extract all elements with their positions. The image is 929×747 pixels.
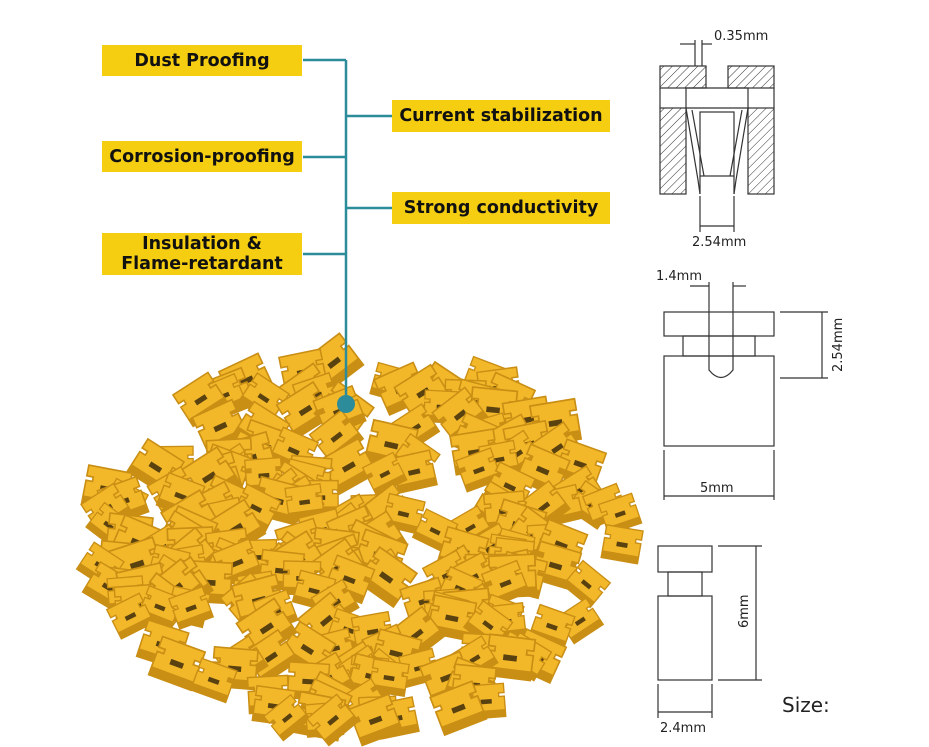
corrosion-proofing-text: Corrosion-proofing (109, 146, 295, 167)
jumper-cap (105, 592, 155, 640)
jumper-cap (305, 693, 360, 747)
callout-dot (337, 395, 355, 413)
dim-total-height: 6mm (737, 594, 752, 628)
jumper-cap (167, 585, 215, 630)
jumper-cap (429, 680, 488, 737)
jumper-cap (368, 658, 410, 697)
side-view-drawing (657, 545, 762, 718)
label-corrosion-proofing: Corrosion-proofing (102, 141, 302, 172)
dim-depth: 2.4mm (660, 721, 706, 736)
cross-section-drawing (659, 40, 775, 232)
jumper-cap (347, 693, 404, 747)
jumper-cap (262, 693, 312, 742)
dim-width: 5mm (700, 481, 734, 496)
label-current-stabilization: Current stabilization (392, 100, 610, 132)
jumper-cap (147, 635, 207, 692)
dim-slot-top: 1.4mm (656, 269, 702, 284)
dim-pitch-bottom: 2.54mm (692, 235, 746, 250)
insulation-text: Insulation & (142, 234, 262, 254)
jumper-cap (361, 451, 408, 496)
strong-conductivity-text: Strong conductivity (403, 198, 599, 218)
label-dust-proofing: Dust Proofing (102, 45, 302, 76)
size-label: Size: (782, 693, 830, 717)
current-stabilization-text: Current stabilization (399, 106, 603, 126)
front-view-drawing (663, 282, 828, 500)
dust-proofing-text: Dust Proofing (134, 50, 270, 71)
jumper-cap (189, 657, 238, 704)
dim-height-side: 2.54mm (831, 318, 846, 372)
jumper-cap (284, 483, 325, 521)
dim-slot-width: 0.35mm (714, 29, 768, 44)
label-insulation-flame-retardant: Insulation & Flame-retardant (102, 233, 302, 275)
jumper-cap (600, 524, 644, 565)
flame-retardant-text: Flame-retardant (121, 254, 283, 274)
label-strong-conductivity: Strong conductivity (392, 192, 610, 224)
jumper-cap (483, 633, 537, 682)
